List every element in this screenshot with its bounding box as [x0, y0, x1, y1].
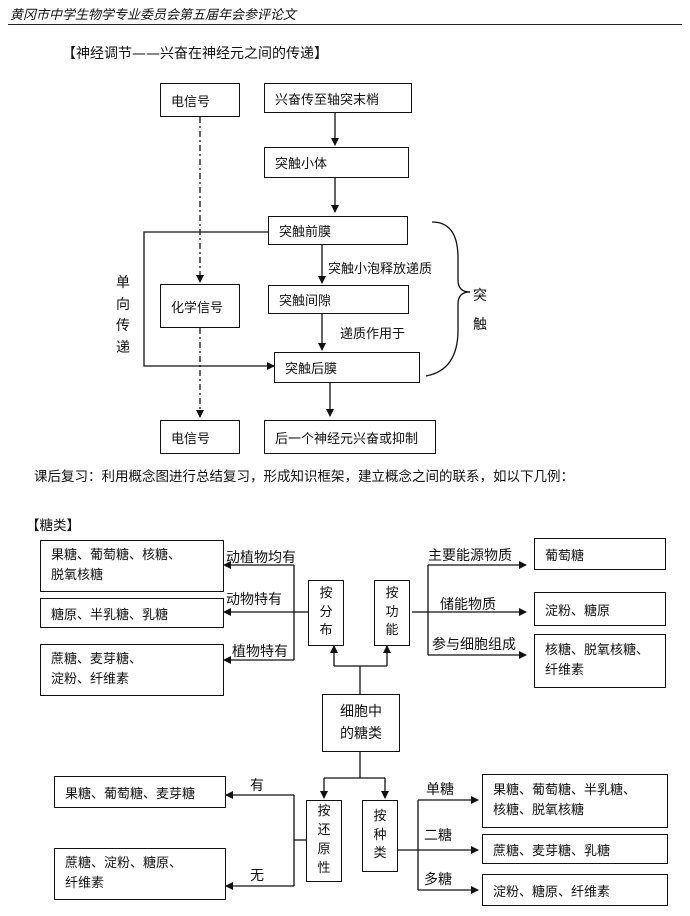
type-item-line: 核糖、脱氧核糖 [493, 803, 585, 818]
center-line: 细胞中 [340, 703, 382, 720]
func-item-line: 核糖、脱氧核糖、 [545, 642, 650, 658]
dist-box-both: 果糖、葡萄糖、核糖、 脱氧核糖 [40, 540, 224, 592]
func-item-line: 淀粉、糖原 [545, 603, 611, 619]
center-line: 的糖类 [340, 726, 382, 742]
dist-item-line: 蔗糖、麦芽糖、 [51, 651, 143, 667]
electric-signal-label: 电信号 [171, 94, 211, 110]
category-char: 种 [373, 827, 387, 843]
one-way-bracket [143, 231, 275, 370]
label-reducing-no: 无 [250, 868, 264, 884]
reduce-item-line: 果糖、葡萄糖、麦芽糖 [65, 786, 196, 802]
type-item-line: 蔗糖、麦芽糖、乳糖 [493, 843, 611, 859]
one-way-char: 传 [116, 318, 130, 335]
type-item-line: 淀粉、糖原、纤维素 [493, 884, 611, 900]
label-reducing-yes: 有 [250, 778, 264, 794]
step-synaptic-knob-label: 突触小体 [275, 157, 328, 172]
type-item-line: 果糖、葡萄糖、半乳糖、 [493, 782, 637, 798]
dist-box-plant: 蔗糖、麦芽糖、 淀粉、纤维素 [40, 644, 224, 696]
func-item-line: 葡萄糖 [545, 548, 585, 564]
header-rule [8, 24, 682, 25]
electric-signal-box-bottom: 电信号 [160, 420, 240, 454]
type-box-poly: 淀粉、糖原、纤维素 [482, 874, 668, 906]
dist-box-animal: 糖原、半乳糖、乳糖 [40, 598, 224, 628]
synapse-brace [425, 221, 471, 377]
center-sugars-box: 细胞中 的糖类 [322, 694, 400, 752]
reduce-box-yes: 果糖、葡萄糖、麦芽糖 [54, 776, 226, 808]
one-way-char: 向 [116, 296, 130, 313]
label-main-energy: 主要能源物质 [428, 548, 512, 564]
one-way-char: 单 [116, 275, 130, 291]
synapse-char: 触 [473, 317, 487, 334]
category-char: 分 [319, 604, 333, 620]
step-synaptic-cleft: 突触间隙 [268, 285, 409, 314]
category-char: 还 [317, 823, 331, 839]
document-header: 黄冈市中学生物学专业委员会第五届年会参评论文 [10, 8, 297, 23]
synapse-label: 突 触 [470, 282, 490, 341]
synapse-char: 突 [473, 288, 487, 304]
by-function-box: 按 功 能 [374, 580, 410, 646]
category-char: 按 [319, 585, 333, 601]
step-presynaptic-membrane-label: 突触前膜 [279, 225, 332, 240]
one-way-char: 递 [116, 340, 130, 357]
category-char: 类 [373, 846, 387, 862]
label-monosaccharide: 单糖 [426, 782, 454, 798]
label-animal-only: 动物特有 [226, 592, 282, 608]
label-vesicle-release: 突触小泡释放递质 [328, 262, 433, 277]
label-plant-only: 植物特有 [232, 644, 288, 660]
dist-item-line: 淀粉、纤维素 [51, 672, 130, 687]
reduce-item-line: 纤维素 [65, 876, 105, 891]
neural-section-title: 【神经调节——兴奋在神经元之间的传递】 [62, 46, 328, 62]
electric-signal-bottom-label: 电信号 [171, 431, 211, 447]
chemical-signal-box: 化学信号 [160, 284, 240, 328]
category-char: 布 [319, 623, 333, 639]
one-way-transmission-label: 单 向 传 递 [113, 273, 133, 360]
category-char: 能 [385, 623, 399, 639]
type-box-mono: 果糖、葡萄糖、半乳糖、 核糖、脱氧核糖 [482, 774, 668, 828]
step-axon-terminal-label: 兴奋传至轴突末梢 [275, 92, 380, 108]
step-axon-terminal: 兴奋传至轴突末梢 [264, 83, 412, 113]
label-cell-composition: 参与细胞组成 [432, 637, 516, 653]
label-disaccharide: 二糖 [424, 828, 452, 844]
step-presynaptic-membrane: 突触前膜 [268, 216, 408, 245]
electric-signal-box-top: 电信号 [160, 83, 240, 117]
dist-item-line: 脱氧核糖 [51, 568, 104, 583]
dist-item-line: 果糖、葡萄糖、核糖、 [51, 547, 182, 563]
category-char: 功 [385, 604, 399, 620]
func-item-line: 纤维素 [545, 663, 585, 678]
by-reduction-box: 按 还 原 性 [306, 800, 342, 882]
review-paragraph: 课后复习：利用概念图进行总结复习，形成知识框架，建立概念之间的联系，如以下几例： [34, 469, 574, 485]
sugar-section-title: 【糖类】 [26, 518, 80, 534]
chemical-signal-label: 化学信号 [171, 300, 224, 316]
result-next-neuron: 后一个神经元兴奋或抑制 [264, 420, 436, 454]
category-char: 原 [317, 842, 331, 857]
category-char: 按 [385, 585, 399, 601]
func-box-energy: 葡萄糖 [534, 538, 666, 570]
result-next-neuron-label: 后一个神经元兴奋或抑制 [275, 431, 419, 447]
func-box-composition: 核糖、脱氧核糖、 纤维素 [534, 634, 666, 688]
step-postsynaptic-membrane: 突触后膜 [274, 352, 420, 383]
label-polysaccharide: 多糖 [424, 872, 452, 888]
category-char: 按 [373, 808, 387, 824]
by-distribution-box: 按 分 布 [308, 580, 344, 646]
dist-item-line: 糖原、半乳糖、乳糖 [51, 607, 169, 623]
step-postsynaptic-membrane-label: 突触后膜 [285, 362, 338, 377]
reduce-item-line: 蔗糖、淀粉、糖原、 [65, 855, 183, 871]
label-transmitter-acts: 递质作用于 [340, 327, 406, 342]
step-synaptic-knob: 突触小体 [264, 147, 409, 178]
category-char: 按 [317, 804, 331, 820]
step-synaptic-cleft-label: 突触间隙 [279, 294, 332, 309]
category-char: 性 [317, 860, 331, 876]
type-box-di: 蔗糖、麦芽糖、乳糖 [482, 834, 668, 864]
label-both-have: 动植物均有 [226, 550, 296, 566]
reduce-box-no: 蔗糖、淀粉、糖原、 纤维素 [54, 848, 226, 900]
func-box-storage: 淀粉、糖原 [534, 592, 666, 626]
by-type-box: 按 种 类 [362, 800, 398, 872]
label-storage: 储能物质 [440, 597, 496, 613]
